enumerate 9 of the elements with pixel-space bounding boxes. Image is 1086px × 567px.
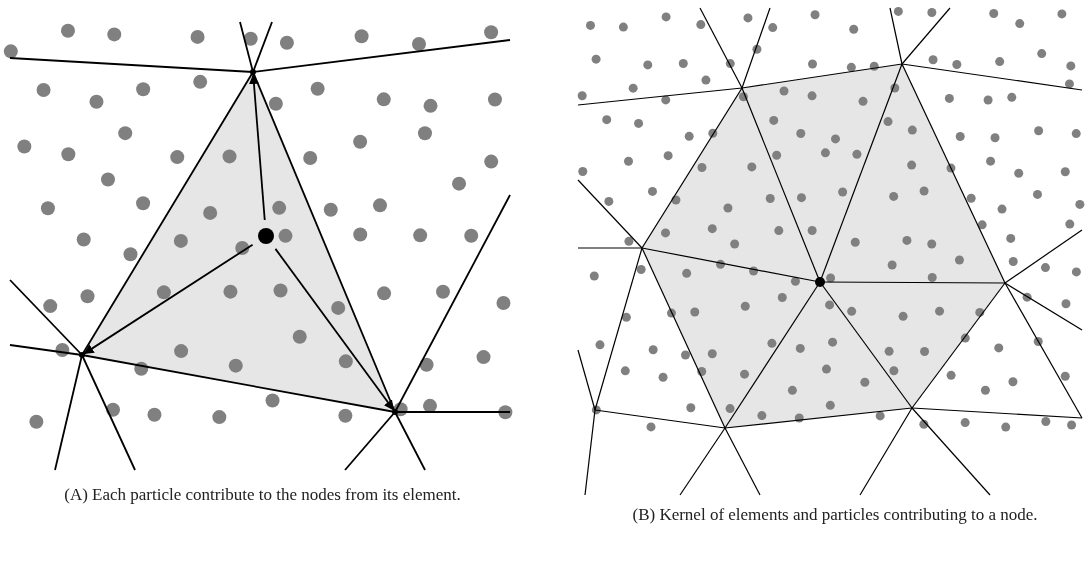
mesh-node-dot (250, 69, 256, 75)
arrow (274, 248, 395, 411)
mesh-node-dot (815, 277, 825, 287)
figure-caption: (B) Kernel of elements and particles contributing to a node. (631, 504, 1039, 526)
mesh-node-dot (79, 352, 85, 358)
arrow (248, 74, 266, 221)
mesh-node-dot (392, 409, 398, 415)
arrow (83, 243, 254, 355)
figure-caption: (A) Each particle contribute to the nodes from its element. (63, 484, 462, 506)
